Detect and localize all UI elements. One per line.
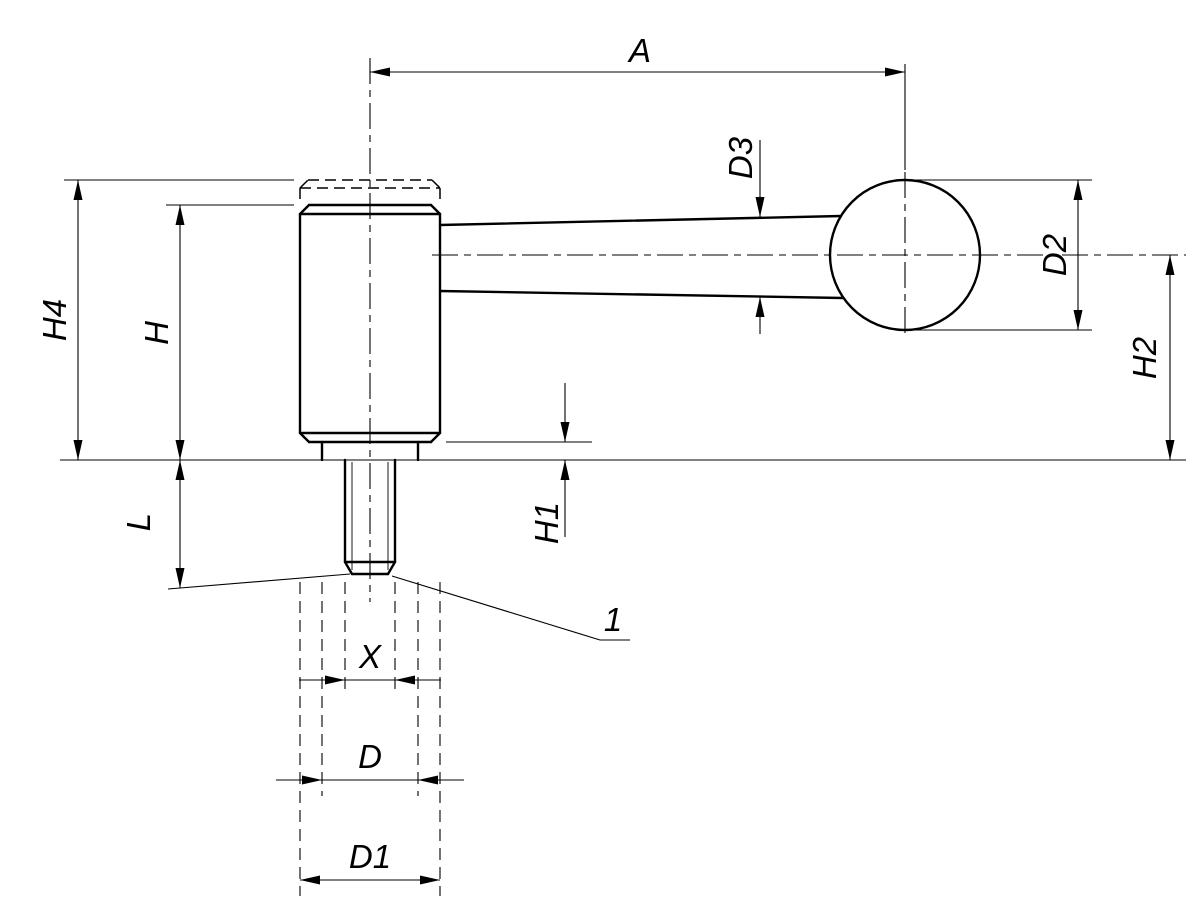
clamping-flange (320, 440, 420, 462)
dimension-D1: D1 (300, 838, 440, 885)
dimension-A: A (370, 32, 905, 77)
dim-label-l: L (120, 513, 157, 531)
dim-label-d1: D1 (349, 838, 391, 875)
dim-label-d3: D3 (722, 136, 759, 179)
dimension-X: X (299, 638, 441, 685)
lever-body-outline (298, 203, 442, 444)
dim-label-d2: D2 (1036, 234, 1073, 276)
dim-label-h4: H4 (36, 299, 73, 341)
dimension-D: D (276, 738, 464, 785)
dim-label-h1: H1 (528, 502, 565, 544)
dimension-L: L (120, 460, 185, 588)
phantom-raised-position (299, 179, 441, 205)
dimension-H4: H4 (36, 180, 83, 460)
dimension-H2: H2 (1126, 255, 1175, 460)
dim-label-x: X (358, 638, 383, 675)
dim-label-d: D (358, 738, 382, 775)
dimension-D2: D2 (1036, 180, 1083, 330)
lever-arm (438, 214, 845, 300)
leader-1: 1 (391, 575, 630, 641)
callout-label-1: 1 (604, 601, 622, 638)
dim-label-h2: H2 (1126, 337, 1163, 379)
extension-lines (64, 64, 1092, 896)
dim-label-a: A (627, 32, 651, 69)
dimension-H1: H1 (528, 383, 570, 544)
stud-thread-lines (351, 462, 389, 570)
dimension-D3: D3 (722, 136, 765, 334)
threaded-stud (343, 458, 397, 576)
dim-label-h: H (138, 321, 175, 345)
dimension-H: H (138, 205, 185, 460)
